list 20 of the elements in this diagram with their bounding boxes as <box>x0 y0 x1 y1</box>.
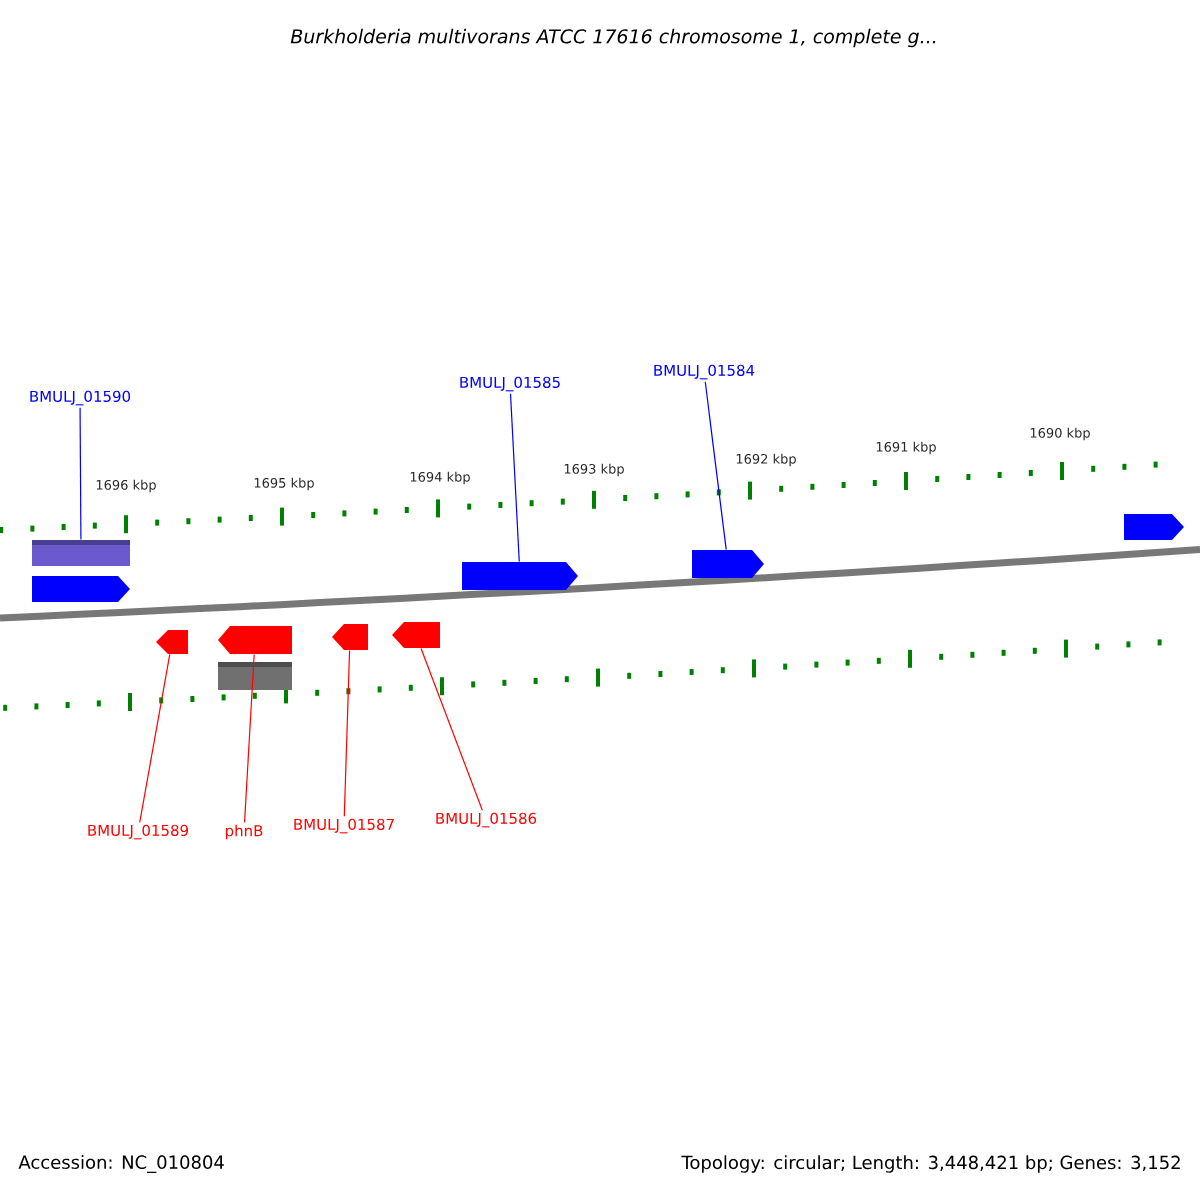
gene-bar <box>32 540 130 566</box>
gene-feature <box>332 624 368 650</box>
leader-line <box>704 381 727 551</box>
accession-text: Accession: NC_010804 <box>18 1155 224 1173</box>
leader-line <box>420 647 483 811</box>
gene-feature <box>392 622 440 648</box>
leader-line <box>343 649 351 817</box>
gene-feature <box>692 550 764 578</box>
gene-feature <box>32 576 130 602</box>
gene-feature <box>462 562 578 590</box>
gene-feature <box>156 630 188 654</box>
summary-text: Topology: circular; Length: 3,448,421 bp; Genes: 3,152 <box>681 1155 1180 1173</box>
gene-bar <box>218 662 292 690</box>
leader-line <box>79 407 82 541</box>
title: Burkholderia multivorans ATCC 17616 chromosome 1, complete g... <box>290 28 936 48</box>
gene-feature <box>218 626 292 654</box>
leader-line <box>509 393 520 563</box>
leader-line <box>243 653 255 823</box>
leader-line <box>139 653 171 823</box>
gene-feature <box>1124 514 1184 540</box>
